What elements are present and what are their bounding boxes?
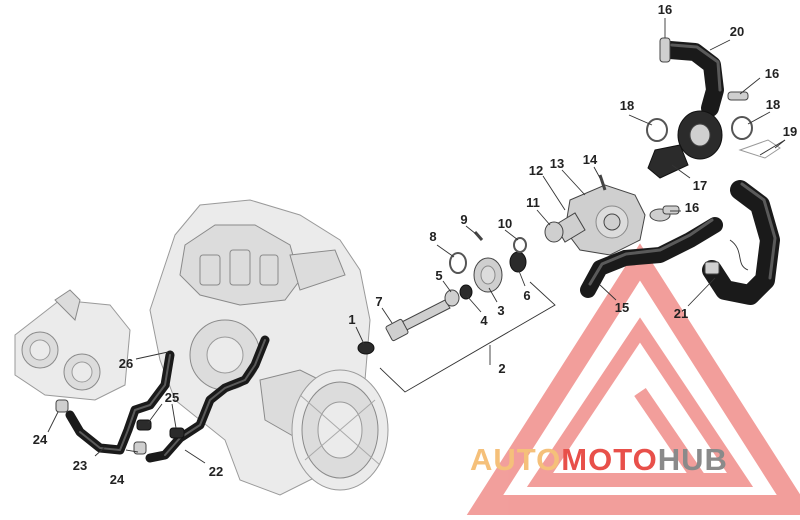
callout-6: 6 <box>523 288 530 303</box>
callout-24-bottom: 24 <box>110 472 125 487</box>
callout-4: 4 <box>480 313 488 328</box>
callout-8: 8 <box>429 229 436 244</box>
callout-24-left: 24 <box>33 432 48 447</box>
water-pump-assembly <box>357 231 556 393</box>
callout-16-right: 16 <box>765 66 779 81</box>
callout-12: 12 <box>529 163 543 178</box>
callout-21: 21 <box>674 306 688 321</box>
svg-text:AUTOMOTOHUB: AUTOMOTOHUB <box>470 442 728 477</box>
callout-19: 19 <box>783 124 797 139</box>
callout-labels: 1 2 3 4 5 6 7 8 9 10 11 12 13 14 15 16 1… <box>33 2 797 487</box>
callout-22: 22 <box>209 464 223 479</box>
callout-23: 23 <box>73 458 87 473</box>
callout-25: 25 <box>165 390 179 405</box>
callout-5: 5 <box>435 268 442 283</box>
callout-9: 9 <box>460 212 467 227</box>
leader-lines <box>47 18 786 464</box>
watermark-text: AUTOMOTOHUB <box>470 442 728 477</box>
callout-13: 13 <box>550 156 564 171</box>
callout-16-mid: 16 <box>685 200 699 215</box>
callout-26: 26 <box>119 356 133 371</box>
watermark-part-moto: MOTO <box>561 442 657 477</box>
callout-14: 14 <box>583 152 598 167</box>
callout-3: 3 <box>497 303 504 318</box>
callout-2: 2 <box>498 361 505 376</box>
watermark-logo <box>466 243 800 515</box>
hose-clamps <box>55 399 185 455</box>
callout-10: 10 <box>498 216 512 231</box>
callout-17: 17 <box>693 178 707 193</box>
callout-7: 7 <box>375 294 382 309</box>
callout-18-right: 18 <box>766 97 780 112</box>
hose-21 <box>702 180 780 305</box>
hose-15 <box>580 217 723 298</box>
watermark-part-auto: AUTO <box>470 442 561 477</box>
throttle-bodies <box>14 289 131 401</box>
thermostat-housing <box>544 174 671 256</box>
watermark-part-hub: HUB <box>658 442 728 477</box>
hose-20 <box>659 37 724 117</box>
callout-11: 11 <box>526 195 540 210</box>
callout-18-left: 18 <box>620 98 634 113</box>
callout-20: 20 <box>730 24 744 39</box>
thermostat-cover <box>646 91 781 215</box>
callout-1: 1 <box>348 312 355 327</box>
callout-15: 15 <box>615 300 629 315</box>
callout-16-top: 16 <box>658 2 672 17</box>
